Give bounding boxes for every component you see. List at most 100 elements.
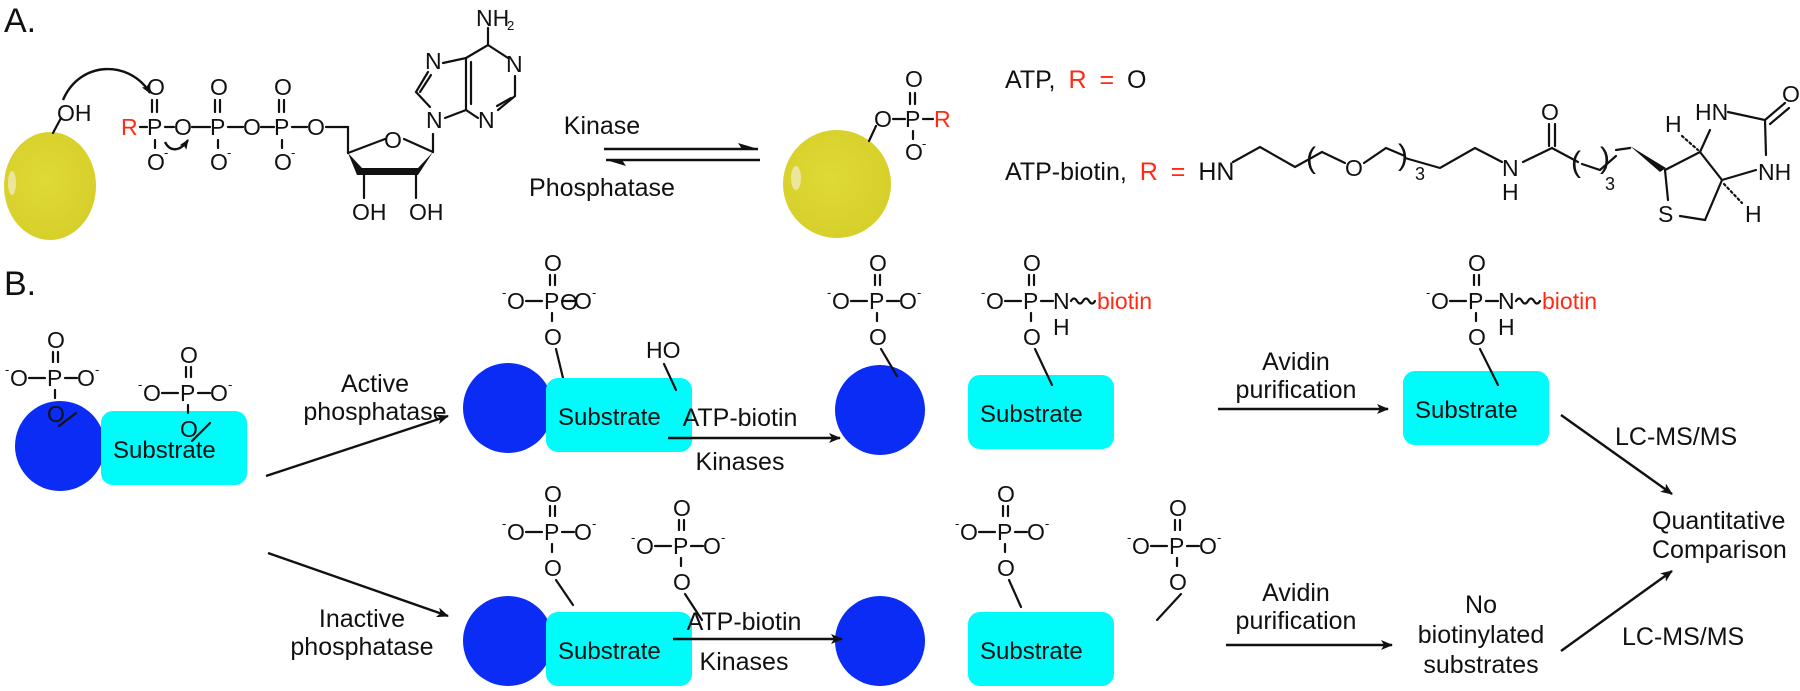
ribose-oh-2: OH <box>409 199 444 225</box>
protein-sphere-icon <box>463 363 553 453</box>
phosphate-o: O <box>180 342 198 368</box>
nucleophile-oh: OH <box>57 100 92 126</box>
hydroxyl-label: HO <box>646 337 681 363</box>
svg-text:-: - <box>1140 64 1144 79</box>
o-neg-1: O <box>147 149 165 175</box>
minus: - <box>592 516 596 531</box>
phosphate-p: P <box>869 288 884 314</box>
substrate-box <box>968 612 1114 686</box>
svg-text:(: ( <box>1306 142 1316 175</box>
svg-text:N: N <box>425 48 442 74</box>
p-gamma: P <box>147 114 162 140</box>
svg-text:N: N <box>478 107 495 133</box>
avidin-step-bottom-label: Avidin <box>1262 579 1330 607</box>
substrate-box <box>968 375 1114 449</box>
phosphate-o-neg: O <box>636 533 654 559</box>
minus: - <box>138 377 142 392</box>
svg-text:H: H <box>1502 179 1519 205</box>
bridging-o: O <box>673 569 691 595</box>
bond <box>879 347 899 378</box>
p-beta: P <box>210 114 225 140</box>
minus: - <box>502 285 506 300</box>
svg-text:Kinases: Kinases <box>696 448 785 476</box>
phosphate-o: O <box>1169 495 1187 521</box>
phosphate-o-neg: O <box>574 288 592 314</box>
bond <box>1007 578 1023 609</box>
kinase-step-top-label: ATP-biotin <box>683 404 798 432</box>
svg-text:P: P <box>905 106 920 132</box>
svg-text:O: O <box>210 74 228 100</box>
svg-text:-: - <box>164 145 168 160</box>
phosphate-p: P <box>544 519 559 545</box>
bridging-o: O <box>1468 324 1486 350</box>
protein-sphere-icon <box>835 596 925 686</box>
bead-reactant: OH <box>4 67 152 240</box>
minus: - <box>1217 530 1221 545</box>
r-group: R <box>121 114 138 140</box>
panel-a-label: A. <box>4 2 36 40</box>
phosphate-o: O <box>673 495 691 521</box>
phosphate-o-neg: O <box>10 365 28 391</box>
svg-text:2: 2 <box>507 18 514 33</box>
svg-text:O: O <box>243 114 261 140</box>
phosphate-o-neg: O <box>1027 519 1045 545</box>
protein-sphere-icon <box>835 365 925 455</box>
bond <box>554 347 565 380</box>
phosphate-o-neg: O <box>77 365 95 391</box>
svg-text:R: R <box>934 106 951 132</box>
substrate-label: Substrate <box>980 638 1083 665</box>
phosphate-o-neg: O <box>986 288 1004 314</box>
bead-highlight <box>8 171 16 195</box>
svg-text:Comparison: Comparison <box>1652 536 1787 564</box>
minus: - <box>981 285 985 300</box>
ribose-wedge <box>348 152 433 175</box>
phosphate-o-neg: O <box>507 519 525 545</box>
kinase-label: Kinase <box>564 112 640 140</box>
bond <box>1033 347 1054 387</box>
phosphate-o-neg: O <box>507 288 525 314</box>
bridging-o: O <box>544 324 562 350</box>
phosphate-o-neg: O <box>210 380 228 406</box>
adenine-n9: N <box>426 107 443 133</box>
o-bridge-1: O <box>174 114 192 140</box>
phosphate-o-neg: O <box>1199 533 1217 559</box>
phosphate-o: O <box>1468 250 1486 276</box>
phosphate-o: O <box>47 327 65 353</box>
atp-biotin-definition: ATP-biotin, R = HN <box>1005 158 1234 186</box>
adenine-nh2: NH <box>476 5 509 31</box>
nucleophilic-attack-arrow <box>61 67 152 101</box>
phosphate-p: P <box>1468 288 1483 314</box>
phosphate-p: P <box>673 533 688 559</box>
svg-text:O: O <box>874 106 892 132</box>
yellow-bead-icon <box>783 130 891 238</box>
lcms-label-top: LC-MS/MS <box>1615 423 1737 451</box>
phosphate-o-neg: O <box>899 288 917 314</box>
minus: - <box>1127 530 1131 545</box>
phosphate-o-neg: O <box>143 380 161 406</box>
substrate-box <box>546 612 692 686</box>
carbonyl-o: O <box>1541 99 1559 125</box>
avidin-step-top-label: Avidin <box>1262 348 1330 376</box>
svg-text:(: ( <box>1571 146 1581 179</box>
svg-text:substrates: substrates <box>1423 651 1538 679</box>
svg-text:): ) <box>1600 142 1610 175</box>
phosphate-o-neg: O <box>1431 288 1449 314</box>
r-group-definitions: ATP, R = O - ATP-biotin, R = HN ( O ) 3 … <box>1005 64 1800 227</box>
bridging-o: O <box>1023 324 1041 350</box>
phosphate-p: P <box>1023 288 1038 314</box>
atp-definition: ATP, R = O <box>1005 66 1146 94</box>
biotin-label: biotin <box>1542 288 1597 314</box>
bridging-o: O <box>1169 569 1187 595</box>
p-alpha: P <box>274 114 289 140</box>
svg-text:-: - <box>922 136 926 151</box>
minus: - <box>721 530 725 545</box>
minus: - <box>228 377 232 392</box>
svg-text:phosphatase: phosphatase <box>290 633 433 661</box>
svg-text:H: H <box>1665 111 1682 137</box>
phosphate-p: P <box>997 519 1012 545</box>
substrate-label: Substrate <box>558 404 661 431</box>
substrate-label: Substrate <box>558 638 661 665</box>
bond <box>190 421 212 443</box>
phosphoramidate-h: H <box>1053 314 1070 340</box>
phosphate-p: P <box>1169 533 1184 559</box>
